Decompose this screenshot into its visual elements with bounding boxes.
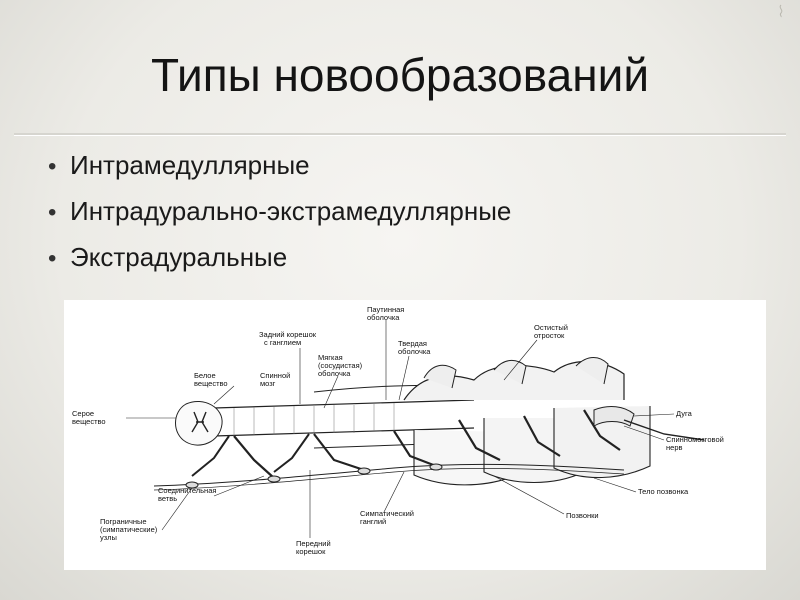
label-sympathetic-ganglion: Симпатический [360, 509, 414, 518]
label-ventral-root-2: корешок [296, 547, 326, 556]
bullet-dot-icon: • [48, 199, 57, 226]
label-arch: Дуга [676, 409, 693, 418]
bullet-item: • Интрамедуллярные [48, 142, 511, 188]
label-vertebral-body: Тело позвонка [638, 487, 689, 496]
label-spinous-process: Остистый [534, 323, 568, 332]
bullet-dot-icon: • [48, 245, 57, 272]
bullet-item: • Интрадурально-экстрамедуллярные [48, 188, 511, 234]
label-spinal-cord: Спинной [260, 371, 290, 380]
slide-title: Типы новообразований [150, 49, 650, 101]
label-sympathetic-trunk-3: узлы [100, 533, 117, 542]
label-dura-2: оболочка [398, 347, 431, 356]
label-grey-matter-2: вещество [72, 417, 106, 426]
label-spinal-cord-2: мозг [260, 379, 276, 388]
label-spinous-process-2: отросток [534, 331, 565, 340]
title-divider [14, 133, 786, 136]
spinal-anatomy-figure: Задний корешок с ганглием Паутинная обол… [64, 300, 766, 570]
bullet-text: Экстрадуральные [70, 242, 288, 272]
label-communicating-branch-2: ветвь [158, 494, 177, 503]
corner-ornament-icon [779, 4, 783, 18]
bullet-text: Интрамедуллярные [70, 150, 310, 180]
label-pia-3: оболочка [318, 369, 351, 378]
label-white-matter: Белое [194, 371, 216, 380]
spinal-anatomy-illustration: Задний корешок с ганглием Паутинная обол… [72, 305, 724, 556]
label-arachnoid-2: оболочка [367, 313, 400, 322]
label-dorsal-root-2: с ганглием [264, 338, 301, 347]
label-dura: Твердая [398, 339, 427, 348]
label-dorsal-root: Задний корешок [259, 330, 317, 339]
label-communicating-branch: Соединительная [158, 486, 216, 495]
label-sympathetic-trunk-2: (симпатические) [100, 525, 158, 534]
label-arachnoid: Паутинная [367, 305, 404, 314]
label-sympathetic-trunk: Пограничные [100, 517, 147, 526]
label-sympathetic-ganglion-2: ганглий [360, 517, 386, 526]
label-white-matter-2: вещество [194, 379, 228, 388]
label-grey-matter: Серое [72, 409, 94, 418]
bullet-item: • Экстрадуральные [48, 234, 511, 280]
bullet-dot-icon: • [48, 153, 57, 180]
label-spinal-nerve-2: нерв [666, 443, 682, 452]
bullet-list: • Интрамедуллярные • Интрадурально-экстрам… [48, 142, 511, 280]
label-spinal-nerve: Спинномозговой [666, 435, 724, 444]
label-vertebrae: Позвонки [566, 511, 599, 520]
label-pia-2: (сосудистая) [318, 361, 363, 370]
label-ventral-root: Передний [296, 539, 331, 548]
label-pia: Мягкая [318, 353, 343, 362]
bullet-text: Интрадурально-экстрамедуллярные [70, 196, 512, 226]
